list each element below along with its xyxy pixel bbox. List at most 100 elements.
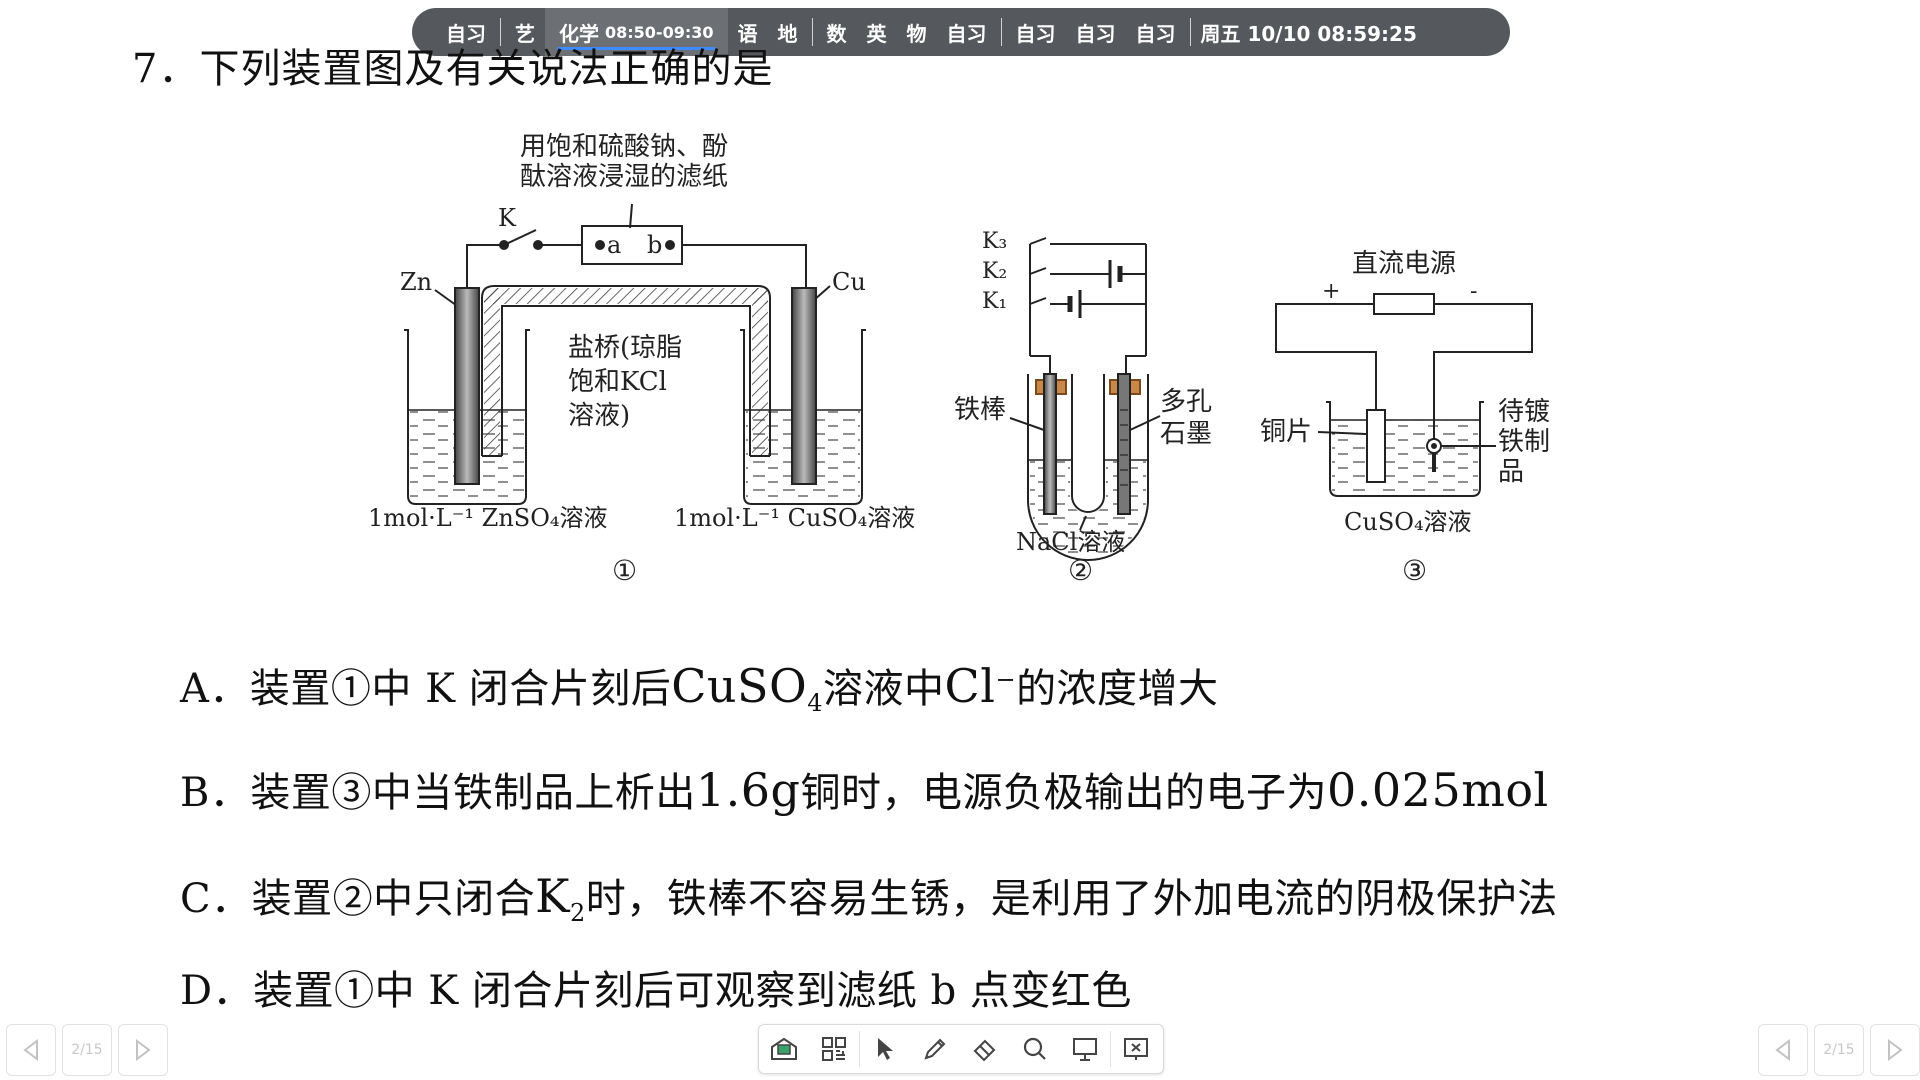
zn-solution-label: 1mol·L⁻¹ ZnSO₄溶液 [368, 504, 608, 532]
schedule-item-11[interactable]: 自习 [1075, 21, 1116, 46]
screen-button[interactable] [1060, 1025, 1110, 1073]
cu-solution-label: 1mol·L⁻¹ CuSO₄溶液 [674, 504, 915, 532]
pointer-button[interactable] [860, 1025, 910, 1073]
option-b-value2: 0.025mol [1327, 763, 1549, 817]
bottom-toolbar [758, 1024, 1164, 1074]
iron-product-label-3: 品 [1498, 457, 1524, 487]
schedule-current-time: 08:50-09:30 [605, 22, 714, 42]
option-b-mid: 铜时，电源负极输出的电子为 [800, 770, 1328, 816]
device-1: 用饱和硫酸钠、酚 酞溶液浸湿的滤纸 a b K Zn Cu [368, 132, 915, 587]
pen-button[interactable] [910, 1025, 960, 1073]
option-a-mid: 溶液中 [823, 666, 945, 712]
k3-label: K₃ [982, 229, 1007, 254]
option-a-suffix: 的浓度增大 [1016, 666, 1219, 712]
schedule-item-12[interactable]: 自习 [1135, 21, 1176, 46]
pager-right: 2/15 [1758, 1024, 1920, 1076]
option-b: B．装置③中当铁制品上析出1.6g铜时，电源负极输出的电子为0.025mol [180, 760, 1549, 818]
prev-page-button[interactable] [1758, 1024, 1808, 1076]
apparatus-diagram: 用饱和硫酸钠、酚 酞溶液浸湿的滤纸 a b K Zn Cu [360, 120, 1580, 600]
option-b-value: 1.6g [695, 763, 801, 817]
schedule-item-10[interactable]: 自习 [1015, 21, 1056, 46]
device-3-number: ③ [1402, 554, 1427, 587]
option-c-k: K [535, 869, 570, 923]
next-page-button[interactable] [118, 1024, 168, 1076]
nacl-solution-label: NaCl溶液 [1016, 528, 1125, 556]
salt-bridge-label-2: 饱和KCl [568, 367, 667, 397]
exit-screen-icon [1124, 1038, 1148, 1060]
schedule-item-8[interactable]: 物 [906, 21, 927, 46]
schedule-separator [500, 18, 501, 46]
schedule-datetime: 周五 10/10 08:59:25 [1200, 21, 1417, 46]
magnifier-button[interactable] [1010, 1025, 1060, 1073]
pointer-icon [878, 1038, 893, 1060]
k1-label: K₁ [982, 289, 1007, 314]
schedule-bar: 自习 艺 化学 08:50-09:30 语 地 数 英 物 自习 自习 自习 自… [412, 8, 1510, 56]
device-1-number: ① [612, 554, 637, 587]
schedule-item-6[interactable]: 数 [826, 21, 847, 46]
schedule-item-5[interactable]: 地 [777, 21, 798, 46]
salt-bridge-label-1: 盐桥(琼脂 [568, 333, 682, 363]
switch-k-label: K [498, 204, 517, 232]
qr-grid-icon [822, 1037, 846, 1061]
toolbar-separator [859, 1031, 860, 1067]
question-title: 7．下列装置图及有关说法正确的是 [132, 46, 774, 92]
triangle-left-icon [1775, 1039, 1790, 1061]
option-d: D．装置①中 K 闭合片刻后可观察到滤纸 b 点变红色 [180, 968, 1132, 1014]
iron-rod-label: 铁棒 [954, 395, 1006, 425]
eraser-icon [973, 1039, 996, 1062]
option-c-subscript: 2 [569, 899, 586, 927]
pager-left: 2/15 [6, 1024, 168, 1076]
magnifier-icon [1023, 1037, 1046, 1060]
zn-label: Zn [400, 268, 432, 296]
prev-page-button[interactable] [6, 1024, 56, 1076]
device-3: 直流电源 + - 铜片 待镀 铁制 品 CuSO₄溶液 ③ [1260, 249, 1550, 587]
point-a-label: a [607, 231, 621, 259]
triangle-right-icon [1888, 1039, 1903, 1061]
k2-label: K₂ [982, 259, 1007, 284]
whiteboard-icon [771, 1037, 797, 1060]
schedule-separator [1189, 18, 1191, 46]
option-a-formula: CuSO [671, 659, 808, 713]
schedule-item-7[interactable]: 英 [866, 21, 887, 46]
schedule-item-current[interactable]: 化学 08:50-09:30 [545, 8, 728, 56]
schedule-current-subject: 化学 [559, 21, 599, 46]
option-a-subscript: 4 [807, 689, 824, 717]
filter-paper-label-line2: 酞溶液浸湿的滤纸 [520, 162, 728, 192]
cu-label: Cu [832, 268, 866, 296]
schedule-item-9[interactable]: 自习 [946, 21, 987, 46]
option-a-superscript: − [995, 665, 1017, 694]
page-indicator-right[interactable]: 2/15 [1814, 1024, 1864, 1076]
pen-icon [924, 1038, 946, 1060]
dc-power-label: 直流电源 [1352, 249, 1456, 279]
device-2: K₃ K₂ K₁ [954, 229, 1212, 587]
next-page-button[interactable] [1870, 1024, 1920, 1076]
salt-bridge-label-3: 溶液) [568, 401, 630, 431]
schedule-item-2[interactable]: 艺 [515, 21, 535, 46]
point-b-label: b [647, 231, 662, 259]
page-indicator-left[interactable]: 2/15 [62, 1024, 112, 1076]
triangle-right-icon [136, 1039, 151, 1061]
option-b-prefix: B．装置③中当铁制品上析出 [180, 770, 696, 816]
option-a-ion: Cl [944, 659, 996, 713]
device-2-number: ② [1068, 554, 1093, 587]
option-a: A．装置①中 K 闭合片刻后CuSO4溶液中Cl−的浓度增大 [180, 656, 1219, 717]
cuso4-solution-label: CuSO₄溶液 [1344, 508, 1472, 536]
option-c: C．装置②中只闭合K2时，铁棒不容易生锈，是利用了外加电流的阴极保护法 [180, 866, 1558, 927]
plus-label: + [1322, 279, 1340, 304]
toolbar-separator [1110, 1031, 1111, 1067]
option-c-suffix: 时，铁棒不容易生锈，是利用了外加电流的阴极保护法 [585, 876, 1558, 922]
schedule-item-4[interactable]: 语 [737, 21, 758, 46]
filter-paper-label-line1: 用饱和硫酸钠、酚 [520, 132, 728, 162]
exit-screen-button[interactable] [1111, 1025, 1161, 1073]
whiteboard-button[interactable] [759, 1025, 809, 1073]
eraser-button[interactable] [960, 1025, 1010, 1073]
iron-product-label-2: 铁制 [1498, 427, 1550, 457]
schedule-separator [1000, 18, 1002, 46]
schedule-separator [811, 18, 813, 46]
schedule-item-1[interactable]: 自习 [446, 21, 486, 46]
graphite-label-1: 多孔 [1160, 387, 1212, 417]
triangle-left-icon [23, 1039, 38, 1061]
qr-grid-button[interactable] [809, 1025, 859, 1073]
minus-label: - [1470, 279, 1477, 304]
copper-plate-label: 铜片 [1260, 417, 1312, 447]
